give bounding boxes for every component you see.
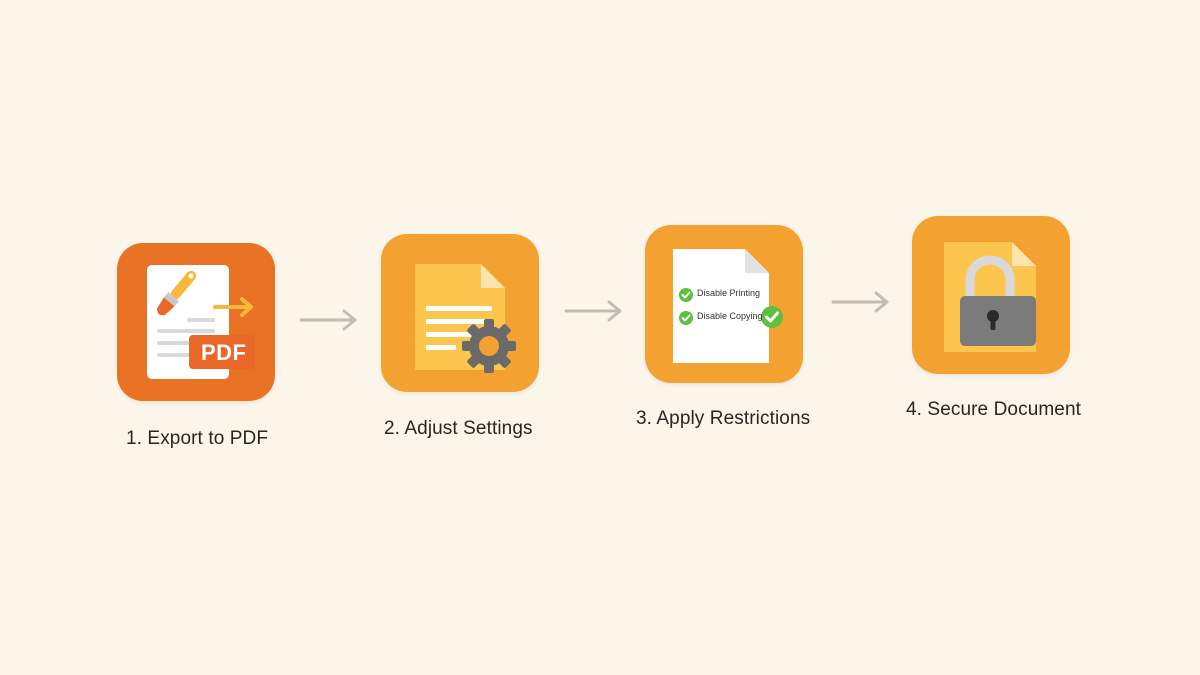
document-padlock-icon bbox=[944, 242, 1036, 352]
step-3-label: 3. Apply Restrictions bbox=[636, 408, 811, 429]
checklist-item-disable-printing: Disable Printing bbox=[697, 288, 761, 298]
step-1-label: 1. Export to PDF bbox=[126, 428, 269, 449]
right-arrow-icon bbox=[299, 309, 357, 331]
arrow-1-to-2 bbox=[298, 308, 360, 332]
document-settings-gear-icon bbox=[415, 264, 516, 373]
arrow-3-to-4 bbox=[830, 290, 892, 314]
export-to-pdf-icon bbox=[147, 265, 255, 379]
step-2-label: 2. Adjust Settings bbox=[384, 418, 533, 439]
secure-document-tile bbox=[912, 216, 1070, 374]
right-arrow-icon bbox=[831, 291, 889, 313]
restrictions-checklist-icon bbox=[673, 249, 783, 363]
step-4-label: 4. Secure Document bbox=[906, 399, 1081, 420]
pdf-badge-text: PDF bbox=[201, 340, 247, 365]
checklist-item-disable-copying: Disable Copying bbox=[697, 311, 763, 321]
right-arrow-icon bbox=[564, 300, 622, 322]
adjust-settings-tile bbox=[381, 234, 539, 392]
apply-restrictions-tile: Disable Printing Disable Copying bbox=[645, 225, 803, 383]
export-to-pdf-tile: PDF bbox=[117, 243, 275, 401]
arrow-2-to-3 bbox=[563, 299, 625, 323]
